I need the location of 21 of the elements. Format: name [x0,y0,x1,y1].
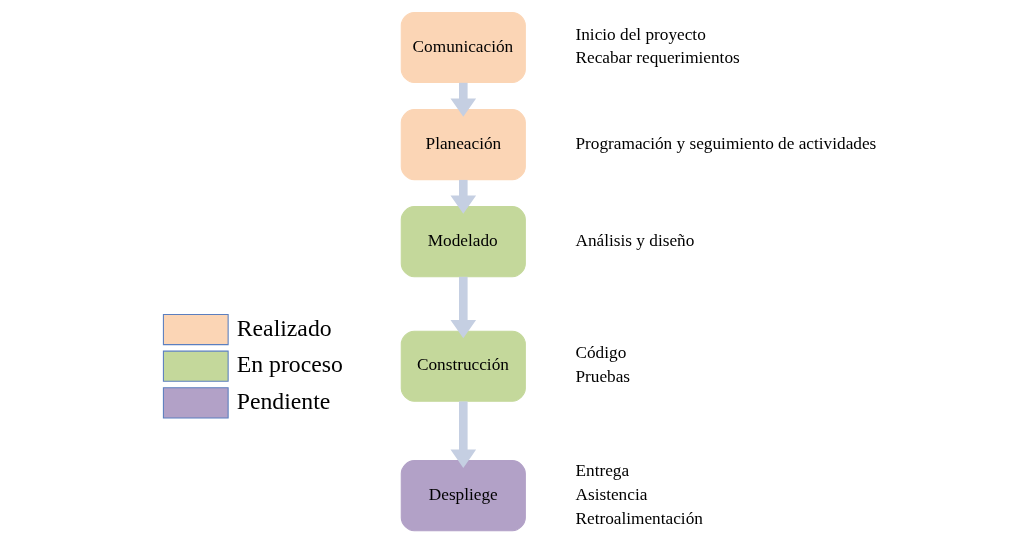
node-box: Modelado [400,206,526,278]
node-label: Recabar requerimientos [575,48,740,68]
arrow [450,179,477,214]
arrow [450,276,477,339]
node-box: Planeación [400,108,526,181]
arrow [450,82,477,117]
legend-label: Pendiente [236,387,331,414]
node-label: Programación y seguimiento de actividades [575,133,877,153]
node-label: Análisis y diseño [575,230,695,250]
node-label: Inicio del proyecto [575,24,706,44]
node-label: Asistencia [575,484,648,504]
node-label: Entrega [575,461,630,481]
node-box: Construcción [400,330,526,402]
legend-label: Realizado [236,314,332,341]
node-label: Código [575,343,627,363]
node-box: Despliege [400,460,526,532]
node-box: Comunicación [400,11,526,84]
node-label: Pruebas [575,367,631,387]
arrow [450,401,477,468]
node-label: Retroalimentación [575,508,703,528]
legend-label: En proceso [236,351,343,378]
